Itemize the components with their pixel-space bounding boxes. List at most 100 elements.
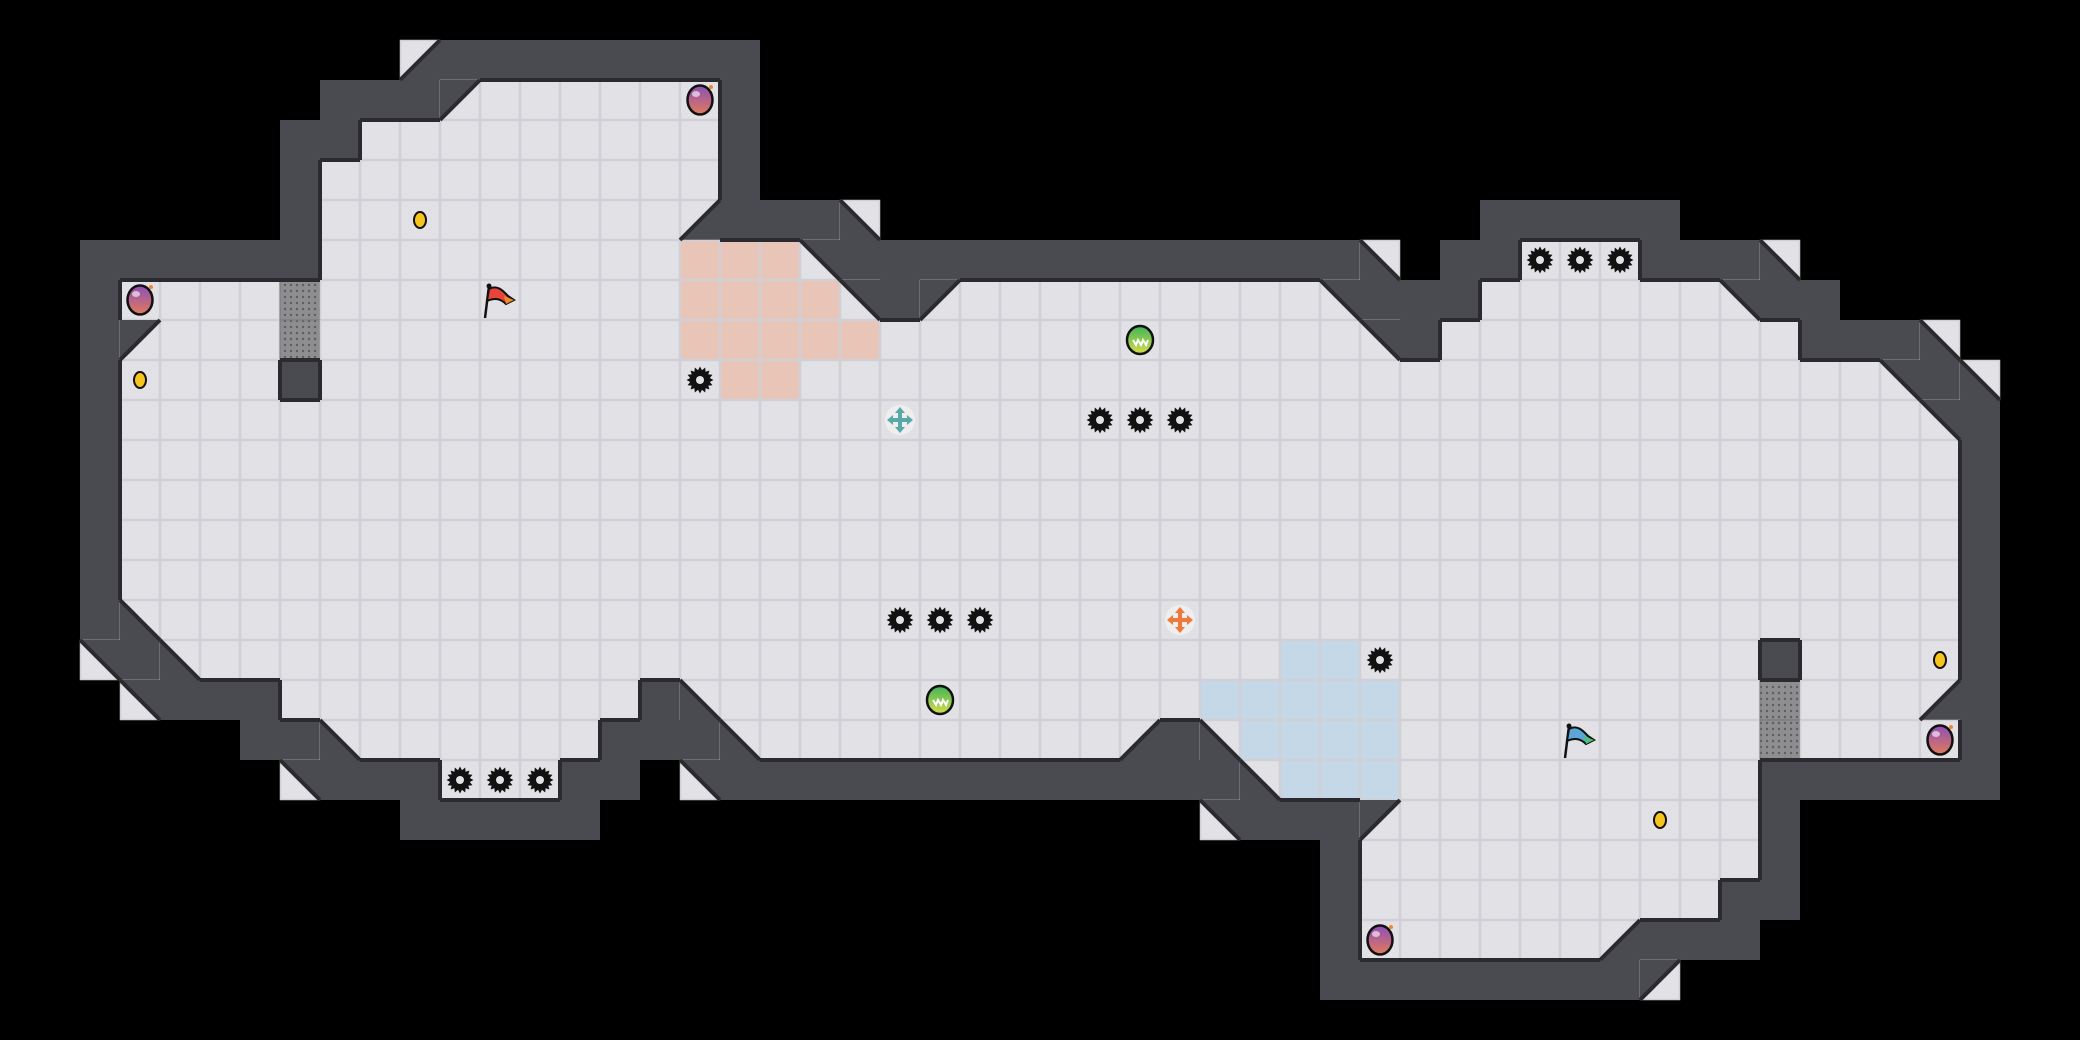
item-layer — [126, 84, 1954, 956]
floor-tile — [1559, 919, 1601, 961]
floor-tile — [839, 599, 881, 641]
floor-tile — [1239, 479, 1281, 521]
floor-tile — [1159, 279, 1201, 321]
wall-tile — [1480, 240, 1520, 280]
floor-tile — [519, 479, 561, 521]
wall-tile — [1560, 960, 1600, 1000]
floor-tile — [159, 439, 201, 481]
floor-tile — [1879, 519, 1921, 561]
bomb-icon — [1926, 724, 1954, 756]
floor-tile — [1479, 559, 1521, 601]
floor-tile — [639, 279, 681, 321]
floor-tile — [1199, 519, 1241, 561]
wall-tile — [960, 760, 1000, 800]
floor-tile — [1319, 439, 1361, 481]
floor-tile — [759, 719, 801, 761]
floor-tile — [599, 319, 641, 361]
floor-tile — [1439, 359, 1481, 401]
floor-tile — [279, 679, 321, 721]
wall-tile — [280, 160, 320, 200]
floor-tile — [1559, 559, 1601, 601]
floor-tile — [1919, 519, 1961, 561]
floor-tile — [1039, 639, 1081, 681]
red-zone-tile — [759, 319, 801, 361]
floor-tile — [1799, 559, 1841, 601]
wall-tile — [1640, 200, 1680, 240]
floor-tile — [1799, 599, 1841, 641]
wall-tile — [1240, 240, 1280, 280]
floor-tile — [1719, 719, 1761, 761]
wall-tile — [80, 520, 120, 560]
floor-tile — [1119, 559, 1161, 601]
wall-tile — [1240, 800, 1280, 840]
wall-tile — [680, 40, 720, 80]
floor-tile — [319, 359, 361, 401]
floor-tile — [999, 279, 1041, 321]
floor-tile — [1679, 519, 1721, 561]
floor-tile — [599, 79, 641, 121]
powerup-zigzag — [932, 697, 949, 708]
blue-zone-tile — [1239, 679, 1281, 721]
floor-tile — [1519, 639, 1561, 681]
floor-tile — [1679, 759, 1721, 801]
floor-tile — [399, 719, 441, 761]
floor-tile — [439, 719, 481, 761]
floor-tile — [319, 239, 361, 281]
wall-tile — [1440, 960, 1480, 1000]
floor-tile — [1679, 799, 1721, 841]
floor-tile — [559, 359, 601, 401]
floor-tile — [1799, 359, 1841, 401]
floor-tile — [1799, 439, 1841, 481]
floor-tile — [359, 399, 401, 441]
wall-tile — [800, 200, 840, 240]
floor-tile — [1799, 639, 1841, 681]
floor-tile — [199, 399, 241, 441]
wall-tile — [1760, 280, 1800, 320]
floor-tile — [559, 599, 601, 641]
wall-tile — [480, 800, 520, 840]
floor-tile — [519, 239, 561, 281]
floor-tile — [1119, 359, 1161, 401]
floor-tile — [1559, 799, 1601, 841]
wall-tile — [1640, 920, 1680, 960]
floor-tile — [319, 479, 361, 521]
floor-tile — [1839, 719, 1881, 761]
floor-tile — [1279, 519, 1321, 561]
floor-tile — [439, 599, 481, 641]
floor-tile — [1079, 599, 1121, 641]
floor-tile — [439, 279, 481, 321]
wall-tile — [1720, 240, 1760, 280]
floor-tile — [919, 479, 961, 521]
floor-tile — [1639, 879, 1681, 921]
floor-tile — [959, 639, 1001, 681]
wall-tile — [80, 400, 120, 440]
spike-icon — [1526, 246, 1554, 274]
floor-tile — [399, 119, 441, 161]
floor-tile — [1319, 599, 1361, 641]
floor-tile — [319, 519, 361, 561]
floor-tile — [1279, 319, 1321, 361]
floor-tile — [519, 79, 561, 121]
wall-tile — [1400, 280, 1440, 320]
floor-tile — [1599, 799, 1641, 841]
floor-tile — [239, 279, 281, 321]
floor-tile — [1439, 679, 1481, 721]
bomb-fuse — [1389, 925, 1393, 929]
floor-tile — [1399, 679, 1441, 721]
floor-tile — [1839, 639, 1881, 681]
floor-tile — [1719, 839, 1761, 881]
wall-tile — [1000, 240, 1040, 280]
wall-tile — [240, 240, 280, 280]
floor-tile — [1039, 679, 1081, 721]
floor-tile — [439, 679, 481, 721]
floor-tile — [519, 559, 561, 601]
spike-hole — [1536, 256, 1544, 264]
floor-tile — [359, 359, 401, 401]
floor-tile — [1879, 479, 1921, 521]
wall-tile — [720, 760, 760, 800]
wall-tile — [320, 80, 360, 120]
floor-tile — [159, 319, 201, 361]
floor-tile — [439, 479, 481, 521]
wall-tile — [280, 120, 320, 160]
floor-tile — [119, 439, 161, 481]
